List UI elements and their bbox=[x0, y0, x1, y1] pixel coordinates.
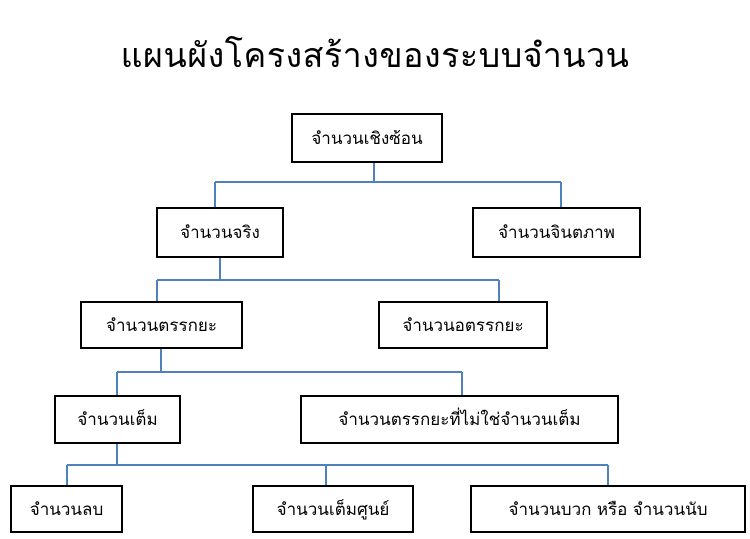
node-negative-integer: จำนวนลบ bbox=[10, 485, 123, 533]
node-complex-number: จำนวนเชิงซ้อน bbox=[291, 113, 443, 163]
node-positive-integer: จำนวนบวก หรือ จำนวนนับ bbox=[470, 485, 746, 533]
node-non-integer-rational: จำนวนตรรกยะที่ไม่ใช่จำนวนเต็ม bbox=[300, 395, 619, 444]
connector-integer-children bbox=[66, 444, 609, 485]
diagram-title: แผนผังโครงสร้างของระบบจำนวน bbox=[120, 36, 630, 76]
node-real-number: จำนวนจริง bbox=[156, 207, 284, 258]
node-irrational-number: จำนวนอตรรกยะ bbox=[378, 301, 548, 349]
node-zero: จำนวนเต็มศูนย์ bbox=[252, 485, 414, 533]
node-imaginary-number: จำนวนจินตภาพ bbox=[472, 207, 641, 258]
node-rational-number: จำนวนตรรกยะ bbox=[80, 301, 243, 349]
connector-complex-children bbox=[214, 163, 562, 207]
connector-rational-children bbox=[116, 349, 463, 395]
node-integer: จำนวนเต็ม bbox=[54, 395, 181, 444]
connector-real-children bbox=[156, 258, 500, 301]
